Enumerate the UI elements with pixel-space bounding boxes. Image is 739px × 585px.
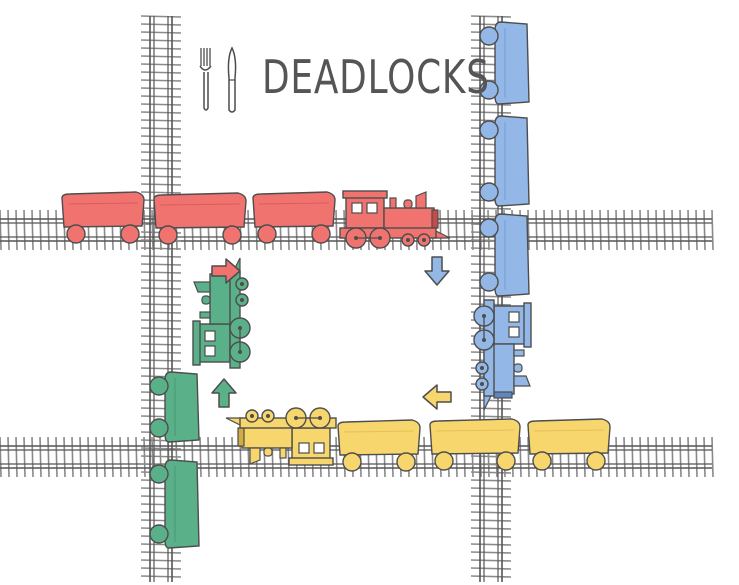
car-wheel	[149, 524, 169, 544]
loco-window	[508, 311, 520, 323]
car-body	[337, 419, 421, 456]
arrow-shape	[211, 258, 241, 284]
arrow-shape	[211, 378, 237, 408]
green-arrow-up	[211, 378, 237, 408]
car-wheel	[586, 451, 606, 471]
car-wheel	[496, 451, 516, 471]
yellow-train	[225, 407, 611, 472]
car-body	[164, 371, 200, 443]
direction-arrows	[211, 256, 452, 410]
train-car	[429, 418, 521, 471]
car-body	[252, 191, 336, 228]
train-car	[479, 115, 530, 207]
fork-icon	[199, 48, 212, 111]
loco-window	[298, 442, 310, 454]
car-wheel	[257, 224, 277, 244]
knife-icon	[227, 46, 237, 113]
loco-smokestack	[415, 191, 427, 209]
loco-roof	[192, 320, 201, 366]
trains	[61, 21, 611, 549]
blue-locomotive	[473, 299, 532, 411]
car-body	[527, 418, 611, 455]
red-arrow-right	[211, 258, 241, 284]
train-car	[479, 213, 530, 297]
car-wheel	[479, 272, 499, 292]
loco-window	[313, 442, 325, 454]
car-wheel	[479, 26, 499, 46]
car-wheel	[149, 376, 169, 396]
train-car	[479, 21, 530, 105]
loco-window	[204, 330, 216, 342]
arrow-shape	[424, 256, 450, 286]
car-wheel	[120, 224, 140, 244]
loco-smokestack	[249, 447, 261, 465]
car-wheel	[532, 451, 552, 471]
car-body	[429, 418, 521, 455]
car-body	[153, 192, 247, 229]
car-body	[494, 213, 530, 297]
train-car	[61, 191, 145, 244]
train-car	[153, 192, 247, 245]
car-body	[61, 191, 145, 228]
yellow-locomotive	[225, 407, 337, 466]
loco-roof	[523, 302, 532, 348]
car-body	[164, 459, 200, 549]
car-wheel	[396, 452, 416, 472]
green-train	[149, 257, 251, 549]
car-body	[494, 115, 530, 207]
red-train	[61, 190, 451, 249]
loco-smokestack	[193, 281, 211, 293]
loco-window	[351, 202, 363, 214]
car-wheel	[311, 224, 331, 244]
train-car	[337, 419, 421, 472]
arrow-shape	[422, 384, 452, 410]
loco-window	[204, 345, 216, 357]
car-wheel	[479, 218, 499, 238]
loco-boiler	[491, 343, 515, 395]
title-icons	[199, 46, 237, 113]
car-wheel	[222, 225, 242, 245]
loco-roof	[342, 190, 388, 199]
loco-roof	[288, 457, 334, 466]
train-car	[149, 459, 200, 549]
car-body	[494, 21, 530, 105]
car-wheel	[149, 418, 169, 438]
train-car	[149, 371, 200, 443]
car-wheel	[149, 464, 169, 484]
page-title: DEADLOCKS	[262, 50, 490, 104]
car-wheel	[479, 120, 499, 140]
yellow-arrow-left	[422, 384, 452, 410]
loco-smokestack	[513, 375, 531, 387]
train-car	[527, 418, 611, 471]
car-wheel	[434, 451, 454, 471]
car-wheel	[158, 225, 178, 245]
car-wheel	[342, 452, 362, 472]
red-locomotive	[339, 190, 451, 249]
loco-boiler	[383, 207, 435, 231]
green-locomotive	[192, 257, 251, 369]
car-wheel	[479, 80, 499, 100]
loco-boiler	[241, 425, 293, 449]
car-wheel	[66, 224, 86, 244]
blue-arrow-down	[424, 256, 450, 286]
train-car	[252, 191, 336, 244]
loco-window	[366, 202, 378, 214]
blue-train	[473, 21, 532, 411]
loco-window	[508, 326, 520, 338]
car-wheel	[479, 182, 499, 202]
